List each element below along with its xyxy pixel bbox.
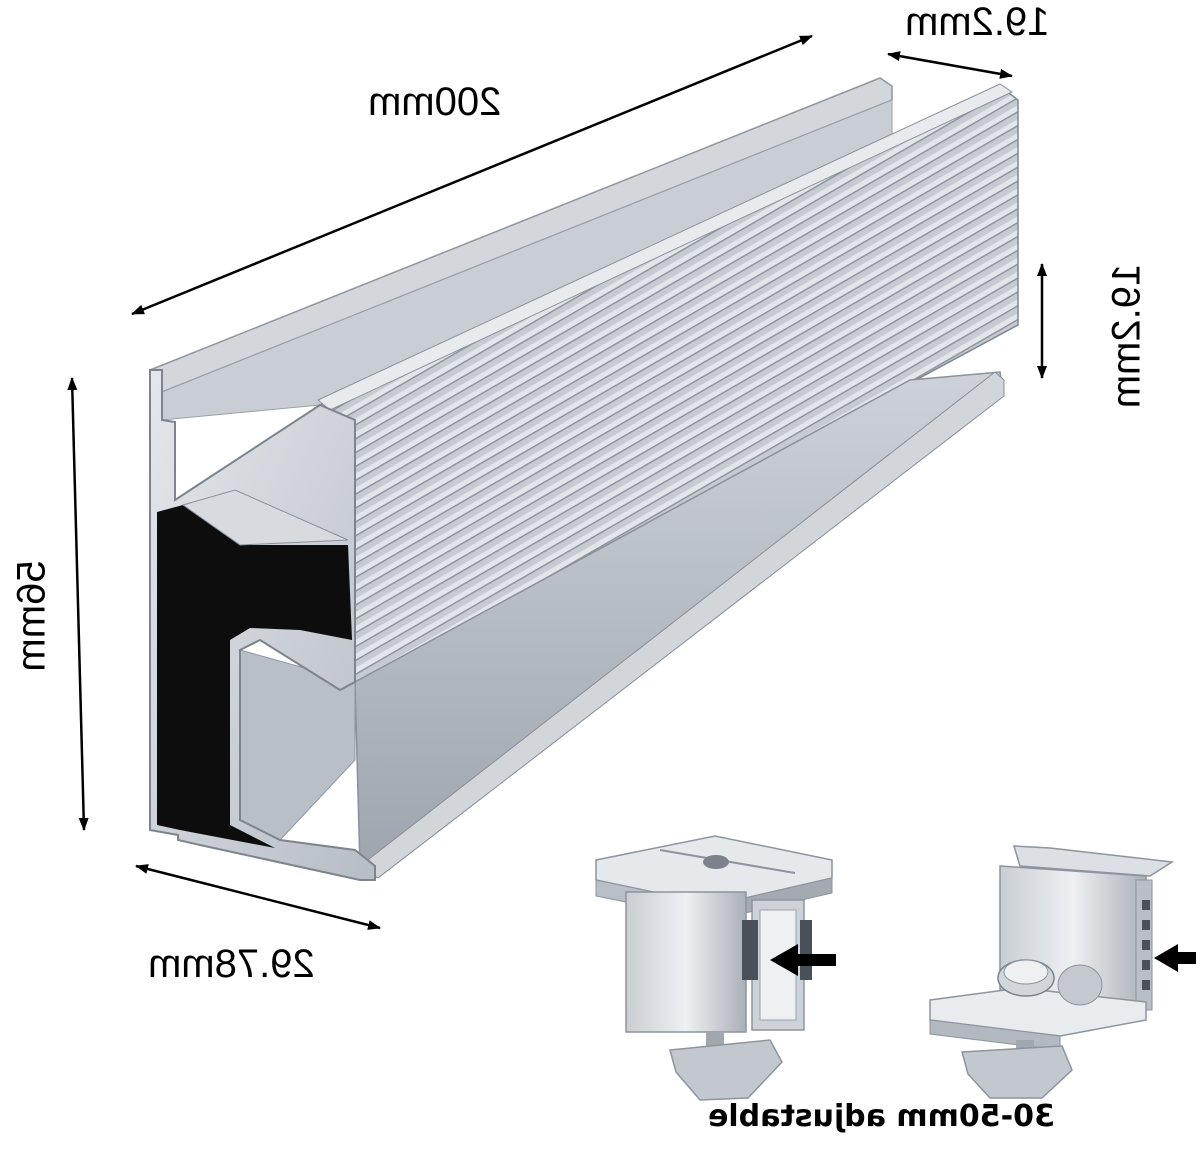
arrow-length xyxy=(131,34,813,316)
length-label: 200mm xyxy=(368,80,502,124)
base-width-label: 29.78mm xyxy=(148,942,315,986)
arrow-height xyxy=(67,377,89,831)
arrow-top-width xyxy=(887,51,1013,79)
arrow-pointer-1 xyxy=(770,944,836,976)
arrow-pointer-2 xyxy=(1154,944,1196,972)
rail-cavity xyxy=(157,505,352,848)
end-clamp xyxy=(929,845,1196,1099)
height-label: 56mm xyxy=(9,560,54,672)
clamp-caption: 30-50mm adjustable xyxy=(708,1099,1055,1134)
middle-clamp xyxy=(595,835,836,1101)
top-width-label: 19.2mm xyxy=(905,0,1050,44)
side-height-label: 19.2mm xyxy=(1104,263,1149,409)
arrow-base-width xyxy=(135,864,381,930)
rail-profile-web xyxy=(181,489,349,546)
